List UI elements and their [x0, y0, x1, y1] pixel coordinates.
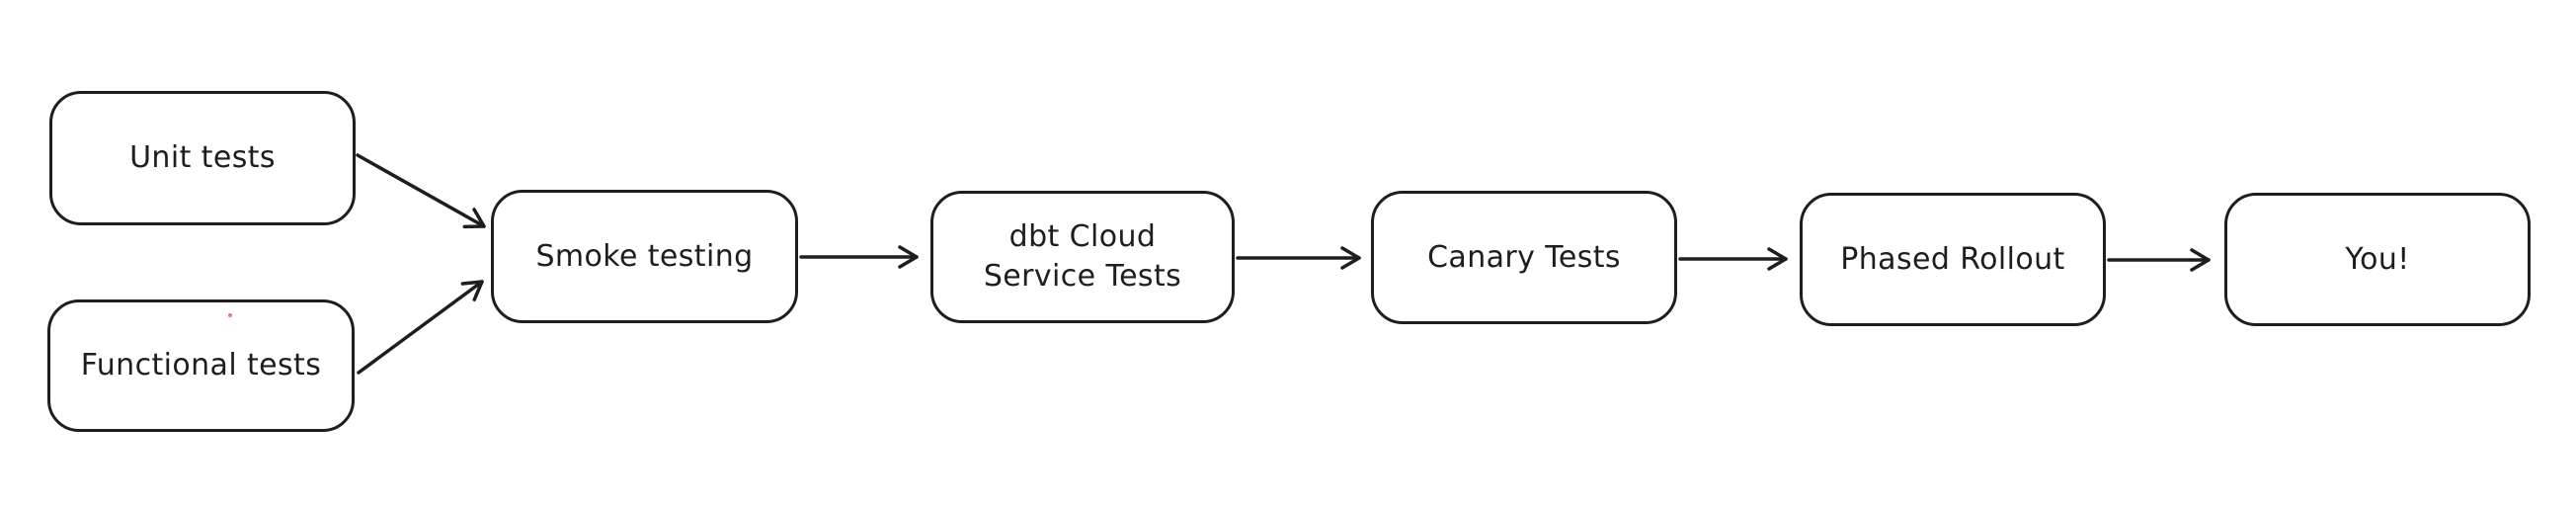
node-you-label: You! — [2345, 241, 2410, 277]
node-dbt-cloud-service-tests: dbt Cloud Service Tests — [930, 191, 1235, 323]
node-dbt-cloud-line-1: dbt Cloud — [1008, 219, 1157, 254]
node-functional-tests-label: Functional tests — [80, 348, 322, 382]
node-canary-tests: Canary Tests — [1371, 191, 1677, 324]
node-unit-tests-label: Unit tests — [129, 140, 276, 175]
node-you: You! — [2224, 193, 2531, 326]
node-functional-tests: Functional tests — [47, 299, 355, 432]
arrow-unit-tests-to-smoke-testing — [356, 153, 486, 229]
node-phased-rollout: Phased Rollout — [1800, 193, 2106, 326]
node-phased-rollout-label: Phased Rollout — [1840, 241, 2065, 277]
node-dbt-cloud-line-2: Service Tests — [983, 259, 1182, 294]
node-unit-tests: Unit tests — [49, 91, 356, 225]
node-smoke-testing: Smoke testing — [491, 190, 798, 323]
arrow-functional-tests-to-smoke-testing — [357, 280, 484, 375]
stray-red-dot — [228, 313, 232, 317]
node-smoke-testing-label: Smoke testing — [535, 238, 754, 274]
node-dbt-cloud-service-tests-label: dbt Cloud Service Tests — [984, 217, 1181, 297]
node-canary-tests-label: Canary Tests — [1427, 239, 1621, 275]
